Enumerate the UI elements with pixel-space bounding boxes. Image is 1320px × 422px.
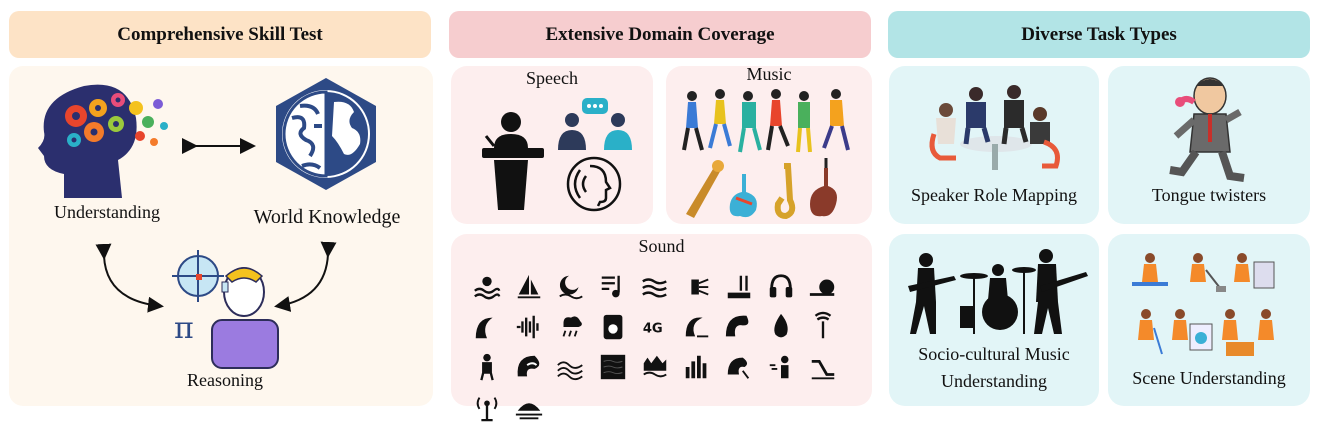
voice-head-icon (566, 156, 622, 212)
signal-4g-icon: 4G (643, 322, 663, 337)
moon-waves-icon (559, 275, 583, 300)
tongue-twister-label: Tongue twisters (1151, 185, 1267, 205)
storm-wave-icon (727, 357, 750, 379)
double-arrow-horizontal (95, 138, 337, 313)
band-silhouette-icon (908, 249, 1088, 334)
swimming-pool-icon (727, 275, 751, 299)
equalizer-icon (685, 355, 707, 379)
speaker-icon (603, 314, 623, 340)
big-wave-icon (725, 315, 749, 337)
reasoning-person-icon: π (172, 250, 279, 369)
reasoning-label: Reasoning (187, 370, 263, 390)
tongue-man-icon (1169, 77, 1245, 182)
header-domain-coverage: Extensive Domain Coverage (449, 11, 871, 58)
brain-globe-icon (276, 78, 376, 190)
audio-wave-icon (516, 315, 539, 339)
understanding-label: Understanding (54, 202, 160, 222)
escalator-icon (811, 359, 835, 380)
podium-speaker-icon (482, 112, 544, 210)
sociocultural-label-line1: Socio-cultural Music (918, 344, 1070, 364)
antenna-icon (814, 311, 832, 339)
rain-cloud-icon (562, 316, 582, 337)
waves-sun-icon (474, 276, 501, 300)
fire-drop-icon (774, 313, 788, 338)
svg-text:4G: 4G (643, 322, 663, 337)
radio-tower-icon (476, 397, 498, 422)
person-shouting-icon (769, 355, 789, 379)
music-note-icon (601, 275, 620, 298)
lighthouse-icon (691, 278, 709, 296)
water-ripple-icon (557, 361, 583, 381)
header-skill-test: Comprehensive Skill Test (9, 11, 431, 58)
surf-wave-icon (517, 355, 540, 377)
wind-waves-icon (642, 278, 667, 298)
sound-icon-grid: 4G (472, 272, 862, 422)
sunset-sea-icon (515, 403, 543, 420)
world-knowledge-label: World Knowledge (253, 206, 401, 228)
square-noise-icon (600, 354, 626, 380)
snail-icon (809, 279, 835, 296)
city-flood-icon (643, 355, 667, 378)
headphones-icon (769, 274, 793, 298)
chat-people-icon (558, 98, 632, 150)
person-icon (480, 353, 494, 381)
svg-text:π: π (174, 311, 194, 346)
music-label: Music (746, 64, 792, 84)
sociocultural-label-line2: Understanding (941, 371, 1047, 391)
header-task-types: Diverse Task Types (888, 11, 1310, 58)
tsunami-icon (475, 317, 493, 339)
sound-label: Sound (638, 236, 685, 256)
head-gears-icon (38, 84, 168, 198)
meeting-people-icon (929, 85, 1060, 170)
ocean-wave-icon (685, 317, 709, 338)
scene-label: Scene Understanding (1132, 368, 1286, 388)
chores-scenes-icon (1132, 253, 1275, 356)
sailboat-icon (517, 274, 541, 299)
sound-card (451, 234, 872, 406)
dancers-instruments-icon (682, 89, 850, 220)
speaker-role-label: Speaker Role Mapping (911, 185, 1077, 205)
speech-label: Speech (526, 68, 578, 88)
